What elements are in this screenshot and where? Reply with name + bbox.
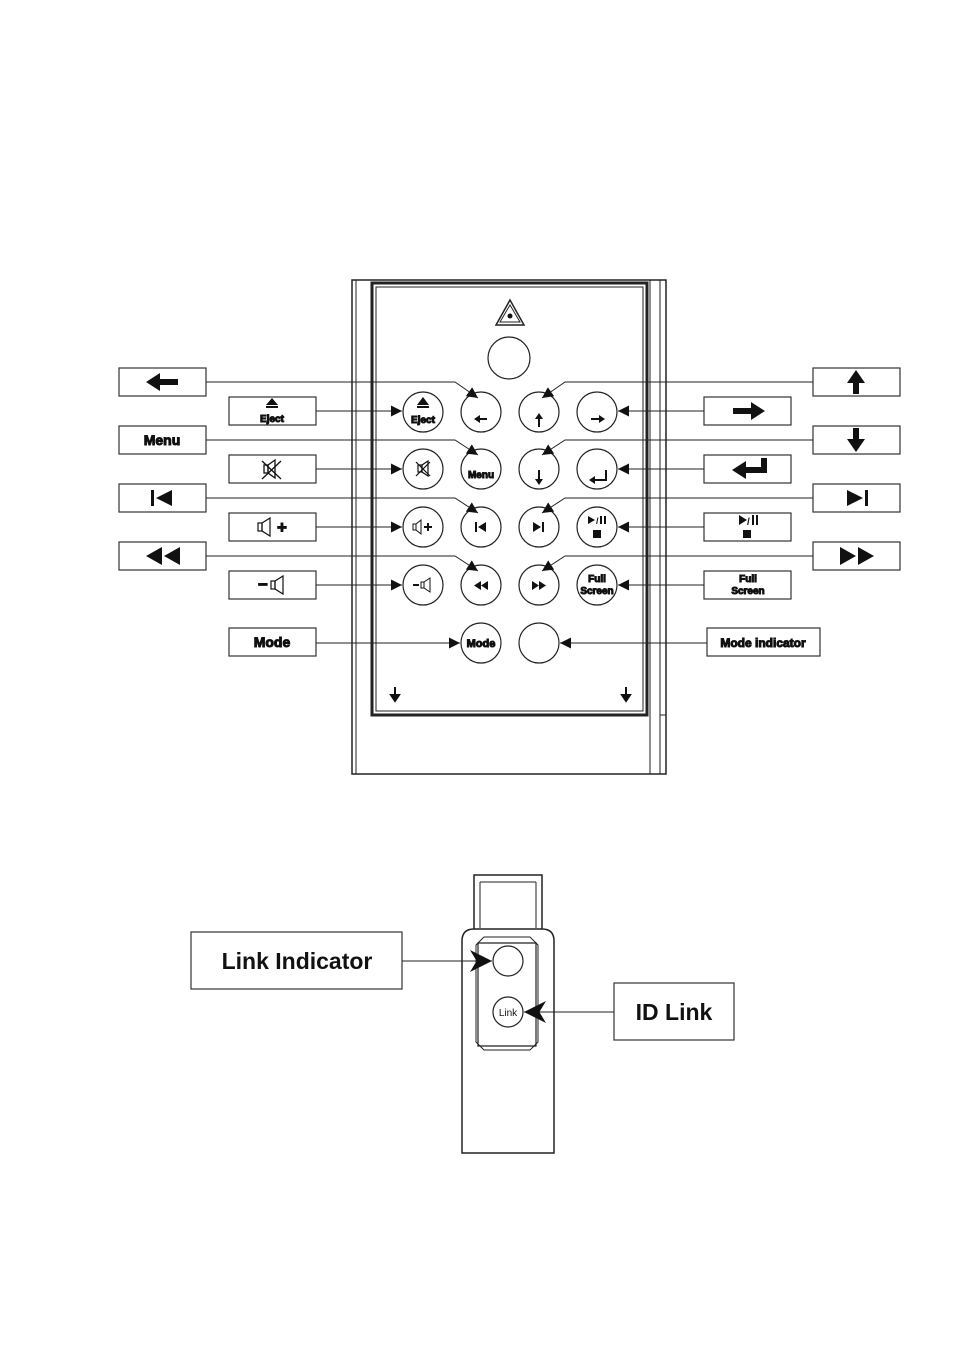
mode-indicator-light	[519, 623, 559, 663]
full-screen-callout-label-line2: Screen	[731, 586, 764, 597]
leader-fast-forward	[542, 556, 813, 571]
eject-callout-label: Eject	[260, 414, 285, 425]
mode-button-label: Mode	[467, 638, 496, 650]
volume-up-button[interactable]	[403, 507, 443, 547]
enter-button[interactable]	[577, 449, 617, 489]
volume-down-button[interactable]	[403, 565, 443, 605]
leader-rewind	[206, 556, 478, 571]
mode-callout-label: Mode	[254, 634, 291, 650]
menu-button-label: Menu	[468, 470, 494, 481]
ir-window-icon	[496, 300, 524, 325]
volume-up-callout-label: +	[277, 518, 287, 537]
left-button[interactable]	[461, 392, 501, 432]
callout-fast-forward-box	[813, 542, 900, 570]
right-button[interactable]	[577, 392, 617, 432]
leader-up	[542, 382, 813, 398]
leader-down	[542, 440, 813, 455]
svg-text:/: /	[747, 517, 750, 528]
link-indicator-light	[493, 946, 523, 976]
leader-next	[542, 498, 813, 513]
leader-menu	[206, 440, 478, 455]
leader-previous	[206, 498, 478, 513]
mode-indicator-callout-label: Mode indicator	[720, 636, 806, 650]
link-button-label: Link	[499, 1008, 518, 1019]
link-indicator-callout-label: Link Indicator	[222, 948, 373, 974]
play-pause-stop-button[interactable]	[577, 507, 617, 547]
full-screen-button[interactable]	[577, 565, 617, 605]
menu-callout-label: Menu	[144, 432, 181, 448]
id-link-callout-label: ID Link	[636, 999, 713, 1025]
leader-left	[206, 382, 478, 398]
full-screen-button-label-line2: Screen	[580, 586, 613, 597]
full-screen-callout-label-line1: Full	[739, 574, 757, 585]
eject-button-label: Eject	[411, 415, 436, 426]
callout-volume-up-box	[229, 513, 316, 541]
down-arrow-icon	[391, 687, 630, 701]
volume-down-callout-label: −	[258, 575, 268, 594]
menu-button[interactable]	[461, 449, 501, 489]
callout-rewind-box	[119, 542, 206, 570]
callout-volume-down-box	[229, 571, 316, 599]
power-button[interactable]	[488, 337, 530, 379]
full-screen-button-label-line1: Full	[588, 574, 606, 585]
